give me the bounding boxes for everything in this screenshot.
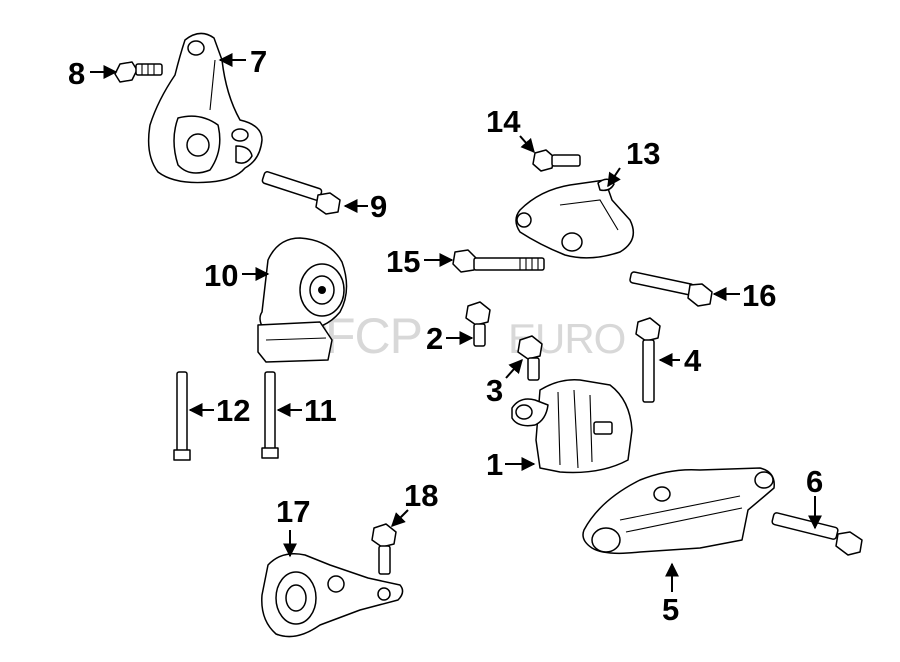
callout-1[interactable]: 1 (486, 447, 503, 482)
arrow-3 (505, 358, 523, 379)
part-13-bracket[interactable] (515, 178, 635, 259)
callout-arrows (90, 53, 822, 592)
arrow-14 (519, 135, 535, 154)
callout-16[interactable]: 16 (742, 278, 776, 313)
callout-11[interactable]: 11 (304, 393, 337, 428)
callout-5[interactable]: 5 (662, 592, 679, 627)
part-10-mount[interactable] (257, 237, 348, 363)
callout-10[interactable]: 10 (204, 258, 238, 293)
part-2-bolt[interactable] (465, 301, 491, 347)
callout-17[interactable]: 17 (276, 494, 310, 529)
part-16-bolt[interactable] (629, 271, 713, 307)
part-12-stud[interactable] (173, 371, 191, 461)
callout-9[interactable]: 9 (370, 189, 387, 224)
part-17-mount[interactable] (261, 553, 404, 638)
callout-8[interactable]: 8 (68, 56, 85, 91)
callout-14[interactable]: 14 (486, 104, 521, 139)
part-14-bolt[interactable] (532, 149, 581, 172)
callout-4[interactable]: 4 (684, 343, 702, 378)
callout-6[interactable]: 6 (806, 464, 823, 499)
part-8-bolt[interactable] (114, 61, 163, 83)
part-3-bolt[interactable] (517, 335, 543, 381)
watermark-brand: FCP (325, 308, 422, 364)
part-11-stud[interactable] (261, 371, 279, 459)
arrow-18 (391, 509, 409, 527)
part-1-mount[interactable] (511, 378, 633, 474)
arrow-13 (607, 167, 621, 188)
part-6-bolt[interactable] (771, 512, 863, 556)
part-5-bracket[interactable] (582, 467, 775, 555)
part-9-bolt[interactable] (261, 171, 341, 215)
callout-13[interactable]: 13 (626, 136, 660, 171)
callout-15[interactable]: 15 (386, 244, 420, 279)
callout-labels: 1 2 3 4 5 6 7 8 9 10 11 12 13 14 15 16 1… (68, 44, 823, 627)
callout-18[interactable]: 18 (404, 478, 438, 513)
part-18-bolt[interactable] (371, 523, 397, 575)
part-15-bolt[interactable] (452, 249, 545, 273)
callout-7[interactable]: 7 (250, 44, 267, 79)
callout-12[interactable]: 12 (216, 393, 250, 428)
callout-3[interactable]: 3 (486, 373, 503, 408)
callout-2[interactable]: 2 (426, 321, 443, 356)
part-4-bolt[interactable] (635, 317, 661, 403)
part-7-bracket[interactable] (147, 32, 263, 184)
